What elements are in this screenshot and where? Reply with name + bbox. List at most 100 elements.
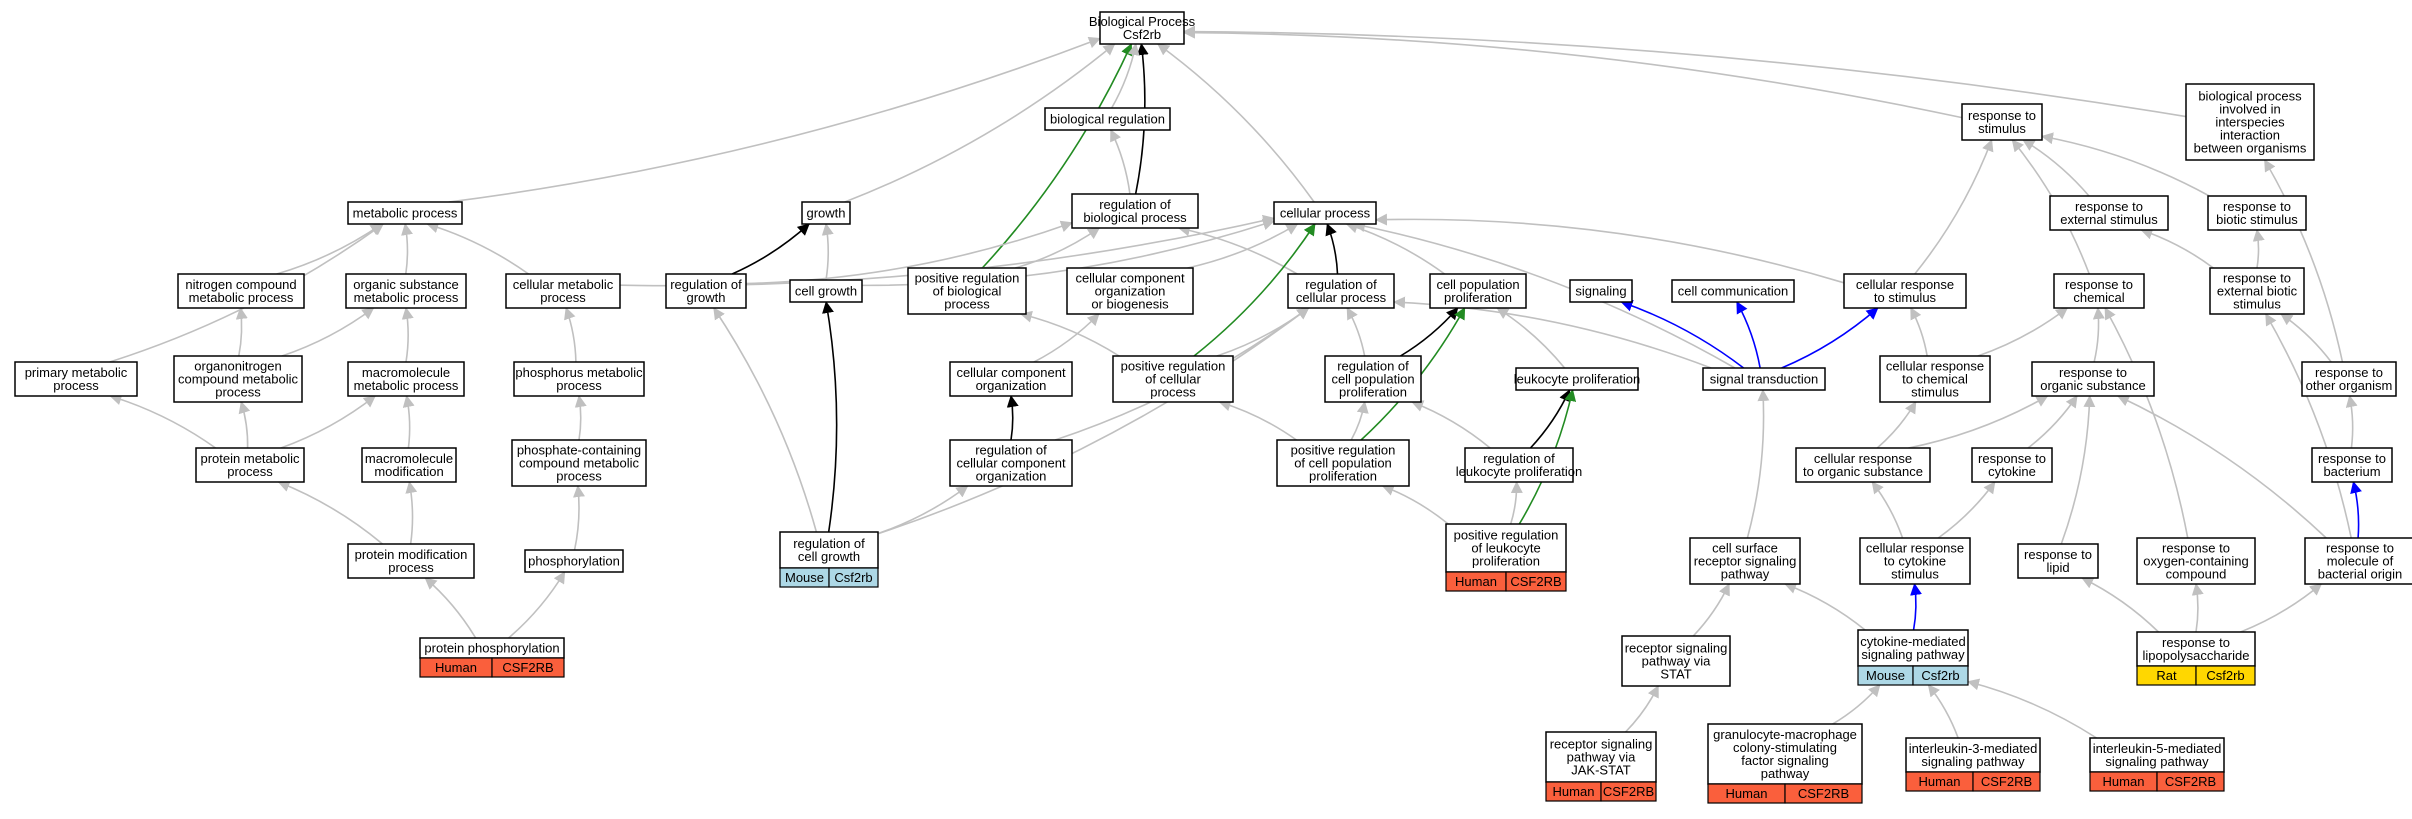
go-term-label-line: organization <box>976 469 1047 484</box>
go-term-label-line: positive regulation <box>1454 528 1559 543</box>
go-term-label-line: biological process <box>2198 89 2302 104</box>
edge-cellrespcyto-to-cellresporg <box>1871 481 1904 539</box>
go-term-label-line: of biological <box>933 284 1002 299</box>
edge-protphos-to-phosphor <box>508 571 566 639</box>
go-term-node-sigtrans[interactable]: signal transduction <box>1702 367 1826 391</box>
go-term-label-line: or biogenesis <box>1091 297 1169 312</box>
go-term-node-cellgrowth[interactable]: cell growth <box>789 279 863 303</box>
edge-regcellgrowth-to-regccorg <box>877 485 969 535</box>
go-term-node-phosphor[interactable]: phosphorylation <box>524 549 624 573</box>
go-term-label-line: cellular process <box>1296 290 1387 305</box>
edge-posregcell-to-posregbp <box>1019 310 1120 357</box>
edge-regcellpop-to-regcellproc <box>1346 307 1366 357</box>
go-term-label-line: response to <box>2162 635 2230 650</box>
edge-protmod-to-protmetab <box>277 480 384 545</box>
edge-protphos-to-protmod <box>424 577 477 639</box>
go-term-label-line: compound <box>2166 567 2227 582</box>
edge-respmolbact-to-respbact <box>2350 481 2362 539</box>
tag-label: Csf2rb <box>834 570 872 585</box>
species-gene-tag: Csf2rb <box>2195 665 2256 686</box>
edge-regcellgrowth-to-cellgrowth <box>822 301 838 533</box>
edge-biolreg-to-bp <box>1110 43 1140 109</box>
go-term-label-line: process <box>215 385 261 400</box>
species-gene-tag: Human <box>1905 771 1974 792</box>
go-term-node-cellcomm[interactable]: cell communication <box>1671 279 1795 303</box>
go-term-label-line: response to <box>2315 365 2383 380</box>
edge-cellrespchem-to-respchem <box>1977 307 2069 357</box>
go-term-label-line: biotic stimulus <box>2216 212 2298 227</box>
edge-posregcell-to-cellproc <box>1193 223 1316 357</box>
edge-regcellproc-to-regbp <box>1177 224 1298 275</box>
go-term-node-gmcsf[interactable]: granulocyte-macrophagecolony-stimulating… <box>1707 723 1863 804</box>
go-term-label-line: signaling pathway <box>1861 647 1965 662</box>
go-term-node-growth[interactable]: growth <box>801 201 851 225</box>
edge-recjak-to-recstat <box>1624 685 1659 733</box>
go-term-node-leukoprolif[interactable]: leukocyte proliferation <box>1514 367 1640 391</box>
go-term-node-signaling[interactable]: signaling <box>1569 279 1633 303</box>
go-term-label-line: involved in <box>2219 102 2280 117</box>
species-gene-tag: Human <box>1707 783 1786 804</box>
go-term-label-line: proliferation <box>1444 290 1512 305</box>
go-term-node-cellproc[interactable]: cellular process <box>1273 201 1377 225</box>
go-term-label-line: stimulus <box>2233 297 2281 312</box>
go-term-label-line: pathway via <box>1642 654 1711 669</box>
go-term-label-line: granulocyte-macrophage <box>1713 727 1857 742</box>
go-term-node-metab[interactable]: metabolic process <box>347 201 463 225</box>
go-term-label-line: compound metabolic <box>519 456 639 471</box>
go-term-node-biolreg[interactable]: biological regulation <box>1044 107 1171 131</box>
species-gene-tag: Human <box>1445 571 1507 592</box>
